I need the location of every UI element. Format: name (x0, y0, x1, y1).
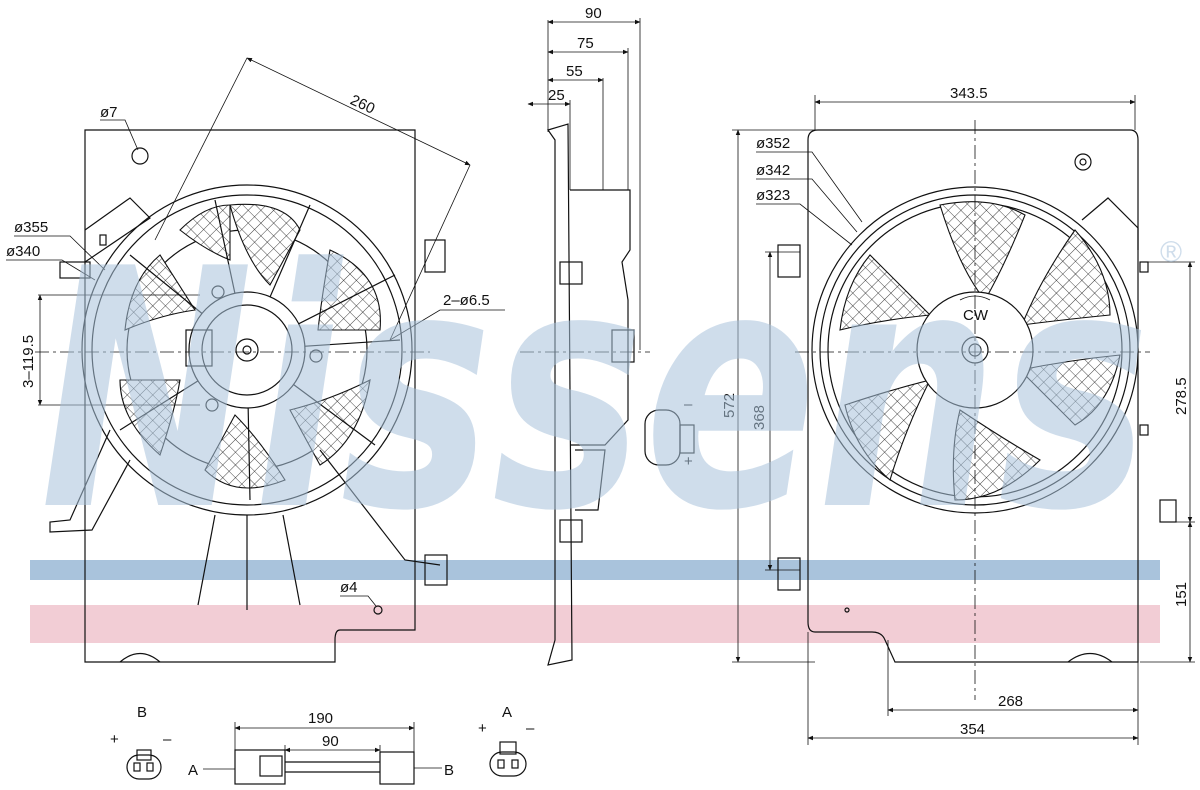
dim-ext (154, 57, 248, 241)
side-motor (570, 189, 631, 446)
front-bolt (309, 349, 323, 363)
front-clip-upper (424, 239, 446, 273)
connector-b-minus: – (163, 731, 172, 748)
front-bolt (211, 285, 225, 299)
connectors: B + – A B 190 90 A + – (110, 704, 535, 785)
label-dia-352: ø352 (756, 135, 790, 152)
side-shroud (547, 123, 573, 666)
rear-view: CW 343.5 ø352 ø342 ø323 572 368 (721, 85, 1195, 745)
cable-length-total: 190 (308, 710, 333, 727)
side-view: – + 90 75 55 25 (520, 5, 695, 666)
side-stay (575, 449, 606, 511)
dim-spacing: 3–119.5 (20, 335, 37, 388)
label-hole-4: ø4 (340, 579, 358, 596)
dim-ext (389, 164, 471, 341)
connector-a-body (489, 751, 527, 777)
connector-a-label: A (502, 704, 512, 721)
connector-b-body (126, 754, 162, 780)
dim-90: 90 (585, 5, 602, 22)
front-hole-7 (131, 147, 149, 165)
cable-connector-a (234, 749, 286, 785)
label-hole-7: ø7 (100, 104, 118, 121)
connector-a-minus: – (526, 720, 535, 737)
rear-shroud-outline (807, 129, 1139, 663)
watermark-band-blue (30, 560, 1160, 580)
front-ring-inner (91, 194, 403, 506)
dim-260: 260 (348, 92, 378, 118)
watermark-text: Nissens (40, 199, 1150, 583)
front-blades (119, 203, 381, 489)
dim-354: 354 (960, 721, 985, 738)
dim-55: 55 (566, 63, 583, 80)
rear-clip (1159, 499, 1177, 523)
label-dia-342: ø342 (756, 162, 790, 179)
dim-368: 368 (751, 405, 768, 430)
dim-151: 151 (1173, 582, 1190, 607)
side-plug (611, 329, 635, 363)
leader (6, 259, 96, 281)
front-motor (188, 291, 306, 409)
rotation-label: CW (963, 307, 989, 324)
rear-slot (1139, 424, 1149, 436)
rear-foot (1067, 652, 1113, 663)
connector-b-plus: + (110, 731, 119, 748)
connector-a-latch (499, 741, 517, 755)
leader (100, 119, 139, 151)
front-view: 260 ø7 ø355 ø340 2–ø6.5 3–119.5 ø4 (6, 57, 505, 663)
label-dia-340: ø340 (6, 243, 40, 260)
cable-connector-b (379, 751, 415, 785)
front-stays (49, 429, 441, 610)
front-bolt (205, 398, 219, 412)
watermark-band-pink (30, 605, 1160, 643)
rear-small-hole (844, 607, 850, 613)
dim-25: 25 (548, 87, 565, 104)
dim-260-line (246, 57, 471, 166)
connector-a-plus: + (478, 720, 487, 737)
front-shroud-outline (84, 129, 416, 663)
front-clip-left (59, 261, 91, 279)
label-dia-323: ø323 (756, 187, 790, 204)
side-minus: – (684, 396, 693, 413)
cable-length-inner: 90 (322, 733, 339, 750)
front-foot (119, 652, 161, 663)
side-clip (559, 261, 583, 285)
connector-b-latch (136, 749, 152, 761)
rear-clip (777, 557, 801, 591)
rear-clip (777, 244, 801, 278)
dim-572: 572 (721, 393, 738, 418)
dim-268: 268 (998, 693, 1023, 710)
leader (340, 595, 377, 607)
front-hole-4 (373, 605, 383, 615)
front-slot (99, 234, 107, 246)
label-dia-355: ø355 (14, 219, 48, 236)
cable-end-a: A (188, 762, 198, 779)
dim-278-5: 278.5 (1173, 377, 1190, 415)
registered-mark: ® (1160, 236, 1182, 269)
front-motor-inner (201, 304, 293, 396)
side-clip (559, 519, 583, 543)
side-connector-pins (679, 424, 695, 454)
dim-75: 75 (577, 35, 594, 52)
label-mount-holes: 2–ø6.5 (443, 292, 490, 309)
front-hub (235, 338, 259, 362)
dim-343-5: 343.5 (950, 85, 988, 102)
front-left-bracket (84, 197, 151, 263)
side-plus: + (684, 453, 693, 470)
front-clip-lower (424, 554, 448, 586)
cable-end-b: B (444, 762, 454, 779)
front-connector-block (185, 329, 213, 367)
rear-bracket (1081, 197, 1139, 250)
leader (14, 235, 106, 271)
rear-hole (1074, 153, 1092, 171)
leader (389, 309, 505, 341)
connector-b-label: B (137, 704, 147, 721)
watermark: Nissens ® (40, 199, 1182, 583)
